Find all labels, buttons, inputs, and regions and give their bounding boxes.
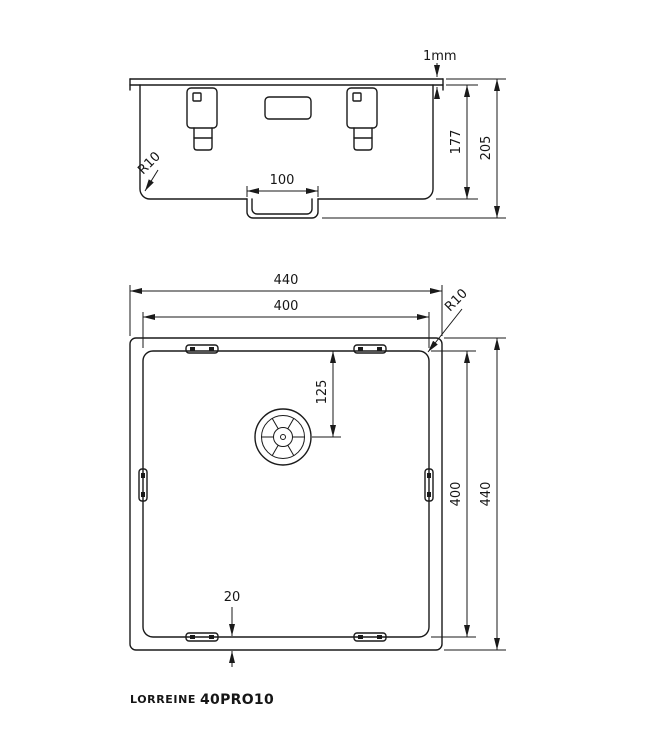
dim-label-400-right: 400 bbox=[449, 482, 464, 507]
dim-label-r10-plan: R10 bbox=[442, 286, 471, 315]
dim-plan-corner-radius: R10 bbox=[427, 286, 471, 353]
dim-label-440-right: 440 bbox=[479, 482, 494, 507]
overflow-box bbox=[264, 96, 312, 120]
brand-logo-text: LORREINE bbox=[130, 693, 196, 706]
dim-label-400-top: 400 bbox=[274, 299, 299, 314]
dim-bowl-width: 400 bbox=[142, 299, 430, 348]
dim-outer-length: 440 bbox=[444, 337, 506, 651]
plan-view: 440 400 R10 125 400 bbox=[129, 273, 506, 667]
dim-bowl-length: 400 bbox=[431, 350, 476, 638]
mounting-clip-plan-top-left bbox=[185, 344, 219, 354]
dim-outer-width: 440 bbox=[129, 273, 443, 336]
mounting-clip-side-right bbox=[346, 87, 378, 151]
dim-flange-thickness: 1mm bbox=[423, 49, 457, 99]
dim-rim-width: 20 bbox=[224, 590, 241, 667]
dim-label-177: 177 bbox=[449, 130, 464, 155]
mounting-clip-plan-top-right bbox=[353, 344, 387, 354]
outer-rim-outline bbox=[129, 337, 443, 651]
dim-overall-height: 205 bbox=[322, 78, 506, 219]
footer: LORREINE 40PRO10 bbox=[130, 692, 274, 708]
side-view-outline bbox=[129, 78, 444, 200]
dim-drain-offset: 125 bbox=[312, 351, 341, 438]
dim-bowl-depth: 177 bbox=[436, 84, 478, 200]
drain-strainer bbox=[254, 408, 312, 466]
dim-label-125: 125 bbox=[315, 380, 330, 405]
dim-label-440-top: 440 bbox=[274, 273, 299, 288]
dim-label-1mm: 1mm bbox=[423, 49, 457, 64]
dim-label-20: 20 bbox=[224, 590, 241, 605]
dim-drain-width: 100 bbox=[246, 173, 319, 197]
mounting-clip-plan-right bbox=[424, 468, 434, 502]
bowl-outline bbox=[142, 350, 430, 638]
dim-label-205: 205 bbox=[479, 136, 494, 161]
dim-label-100: 100 bbox=[270, 173, 295, 188]
model-number-text: 40PRO10 bbox=[200, 692, 274, 708]
mounting-clip-plan-left bbox=[138, 468, 148, 502]
drain-trap bbox=[246, 198, 319, 219]
mounting-clip-plan-bottom-left bbox=[185, 632, 219, 642]
side-section-view: 1mm R10 100 177 205 bbox=[129, 49, 506, 219]
mounting-clip-plan-bottom-right bbox=[353, 632, 387, 642]
mounting-clip-side-left bbox=[186, 87, 218, 151]
